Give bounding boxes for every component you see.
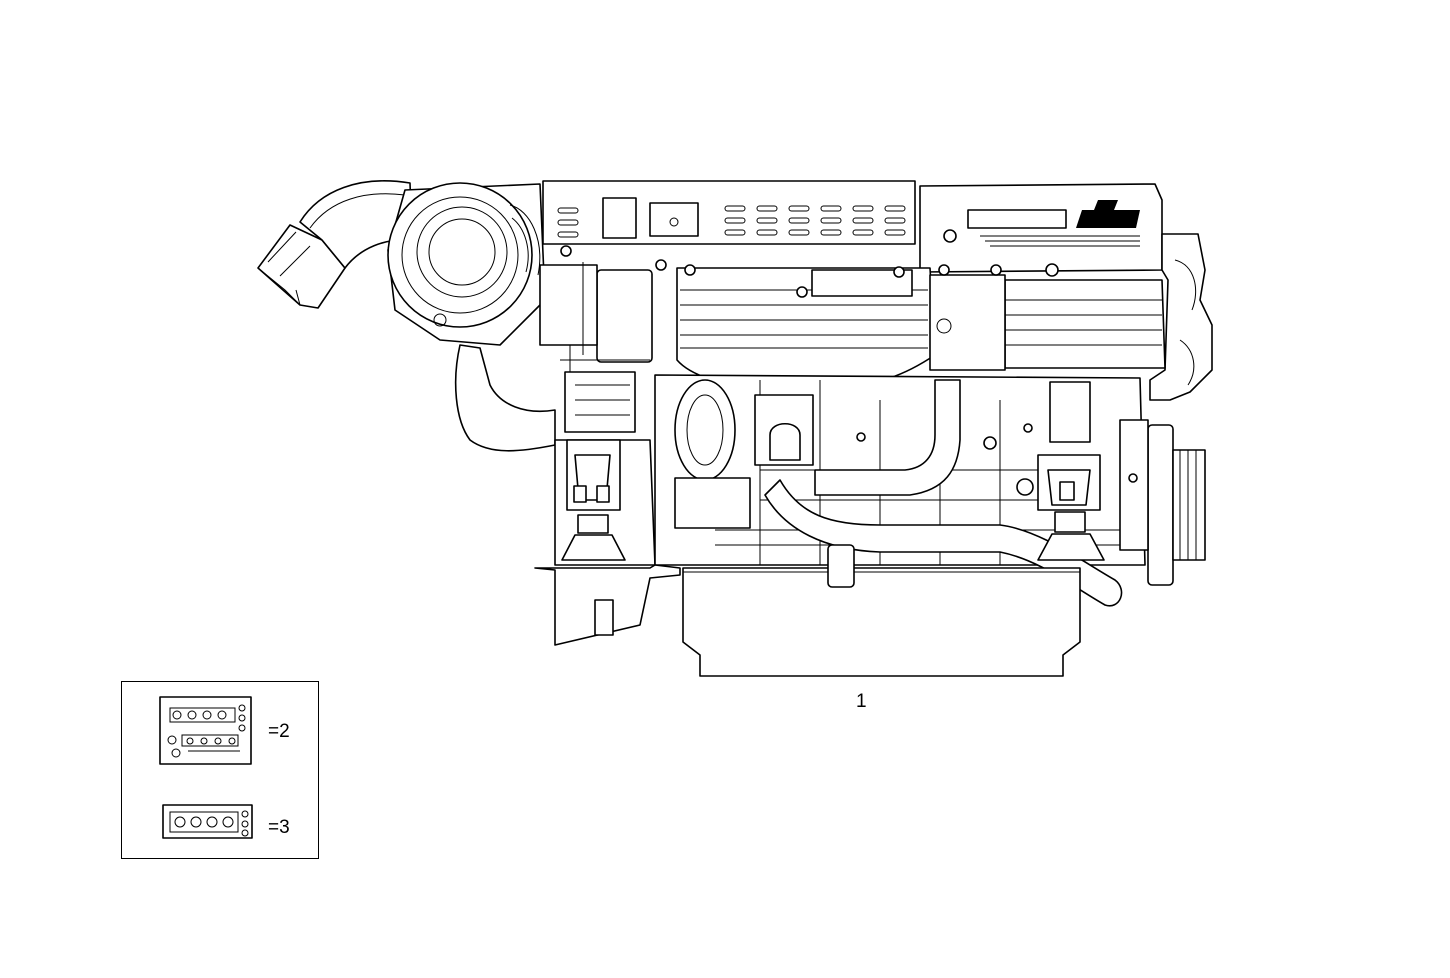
gasket-set-icon (159, 696, 252, 765)
gasket-strip-icon (162, 804, 253, 839)
legend-label-2: =2 (268, 721, 290, 742)
fuel-filter (539, 262, 653, 433)
intake-manifold-right (929, 274, 1166, 371)
water-pump (674, 379, 814, 529)
rocker-cover-front (542, 180, 916, 245)
crankshaft-pulley (1119, 419, 1206, 586)
air-intake-elbow (257, 180, 413, 309)
rocker-cover-rear (919, 183, 1163, 277)
turbocharger (387, 182, 546, 346)
engine-mount-front (561, 439, 626, 561)
engine-mount-rear (1037, 381, 1105, 561)
sensor (594, 599, 614, 636)
intake-manifold-left (676, 267, 936, 389)
engine-drawing (257, 180, 1213, 677)
part-callout-label: 1 (856, 691, 867, 712)
oil-sump (682, 544, 1081, 677)
legend-box (121, 681, 319, 859)
legend-label-3: =3 (268, 817, 290, 838)
timing-cover (1149, 233, 1213, 401)
exhaust-pipe (454, 344, 556, 452)
bolts (560, 245, 1138, 496)
